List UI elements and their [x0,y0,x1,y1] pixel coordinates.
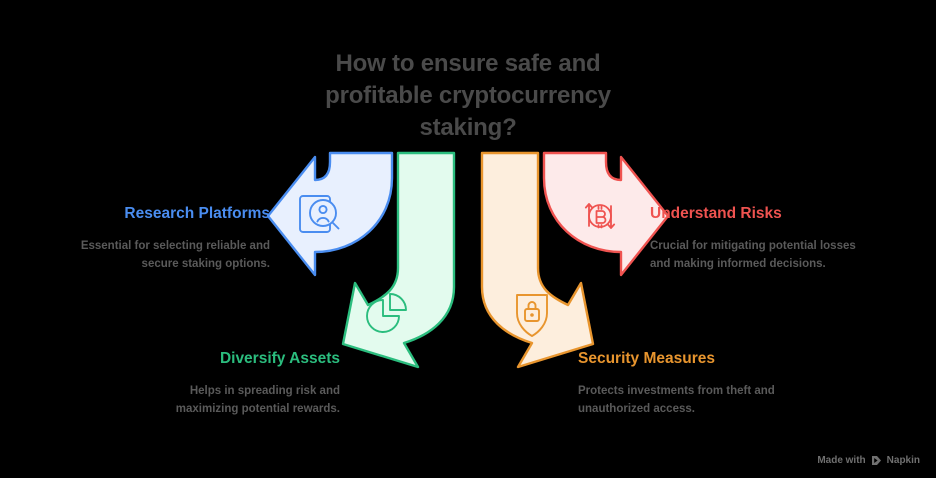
arrow-shape-risks[interactable] [542,151,670,277]
arrow-shape-diversify[interactable] [341,151,456,369]
title-line-3: staking? [419,113,517,141]
node-description-line: Crucial for mitigating potential losses [650,240,856,252]
bitcoin-volatility-icon [584,203,616,229]
arrow-shape-security[interactable] [480,151,595,369]
shield-lock-icon [516,294,548,337]
document-person-search-icon [299,195,340,233]
node-description-line: Essential for selecting reliable and [80,240,270,252]
watermark-brand-text: Napkin [886,455,920,466]
pie-chart-icon [366,293,407,333]
watermark-made-with-text: Made with [817,455,866,466]
node-label-research-platforms: Research Platforms [124,205,270,222]
arrow-diversify-assets[interactable] [341,151,456,369]
node-description-line: Helps in spreading risk and [189,385,340,397]
page-title: How to ensure safe and profitable crypto… [268,48,668,144]
arrow-research-platforms[interactable] [266,151,394,277]
node-label-understand-risks: Understand Risks [650,205,782,222]
node-description-diversify-assets: Helps in spreading risk and maximizing p… [70,383,340,419]
node-description-line: secure staking options. [141,257,270,270]
arrow-understand-risks[interactable] [542,151,670,277]
node-description-line: Protects investments from theft and [578,385,775,397]
title-line-1: How to ensure safe and [335,50,601,77]
node-label-security-measures: Security Measures [578,350,715,367]
node-description-line: and making informed decisions. [650,257,826,270]
node-description-line: maximizing potential rewards. [175,402,340,415]
node-description-line: unauthorized access. [578,402,695,415]
arrow-security-measures[interactable] [480,151,595,369]
napkin-watermark[interactable]: Made with Napkin [817,455,920,466]
napkin-logo-icon [871,455,882,466]
node-description-security-measures: Protects investments from theft and unau… [578,383,878,419]
node-label-diversify-assets: Diversify Assets [219,350,340,367]
title-line-2: profitable cryptocurrency [325,81,611,109]
node-description-understand-risks: Crucial for mitigating potential losses … [650,238,936,274]
node-description-research-platforms: Essential for selecting reliable and sec… [0,238,270,274]
